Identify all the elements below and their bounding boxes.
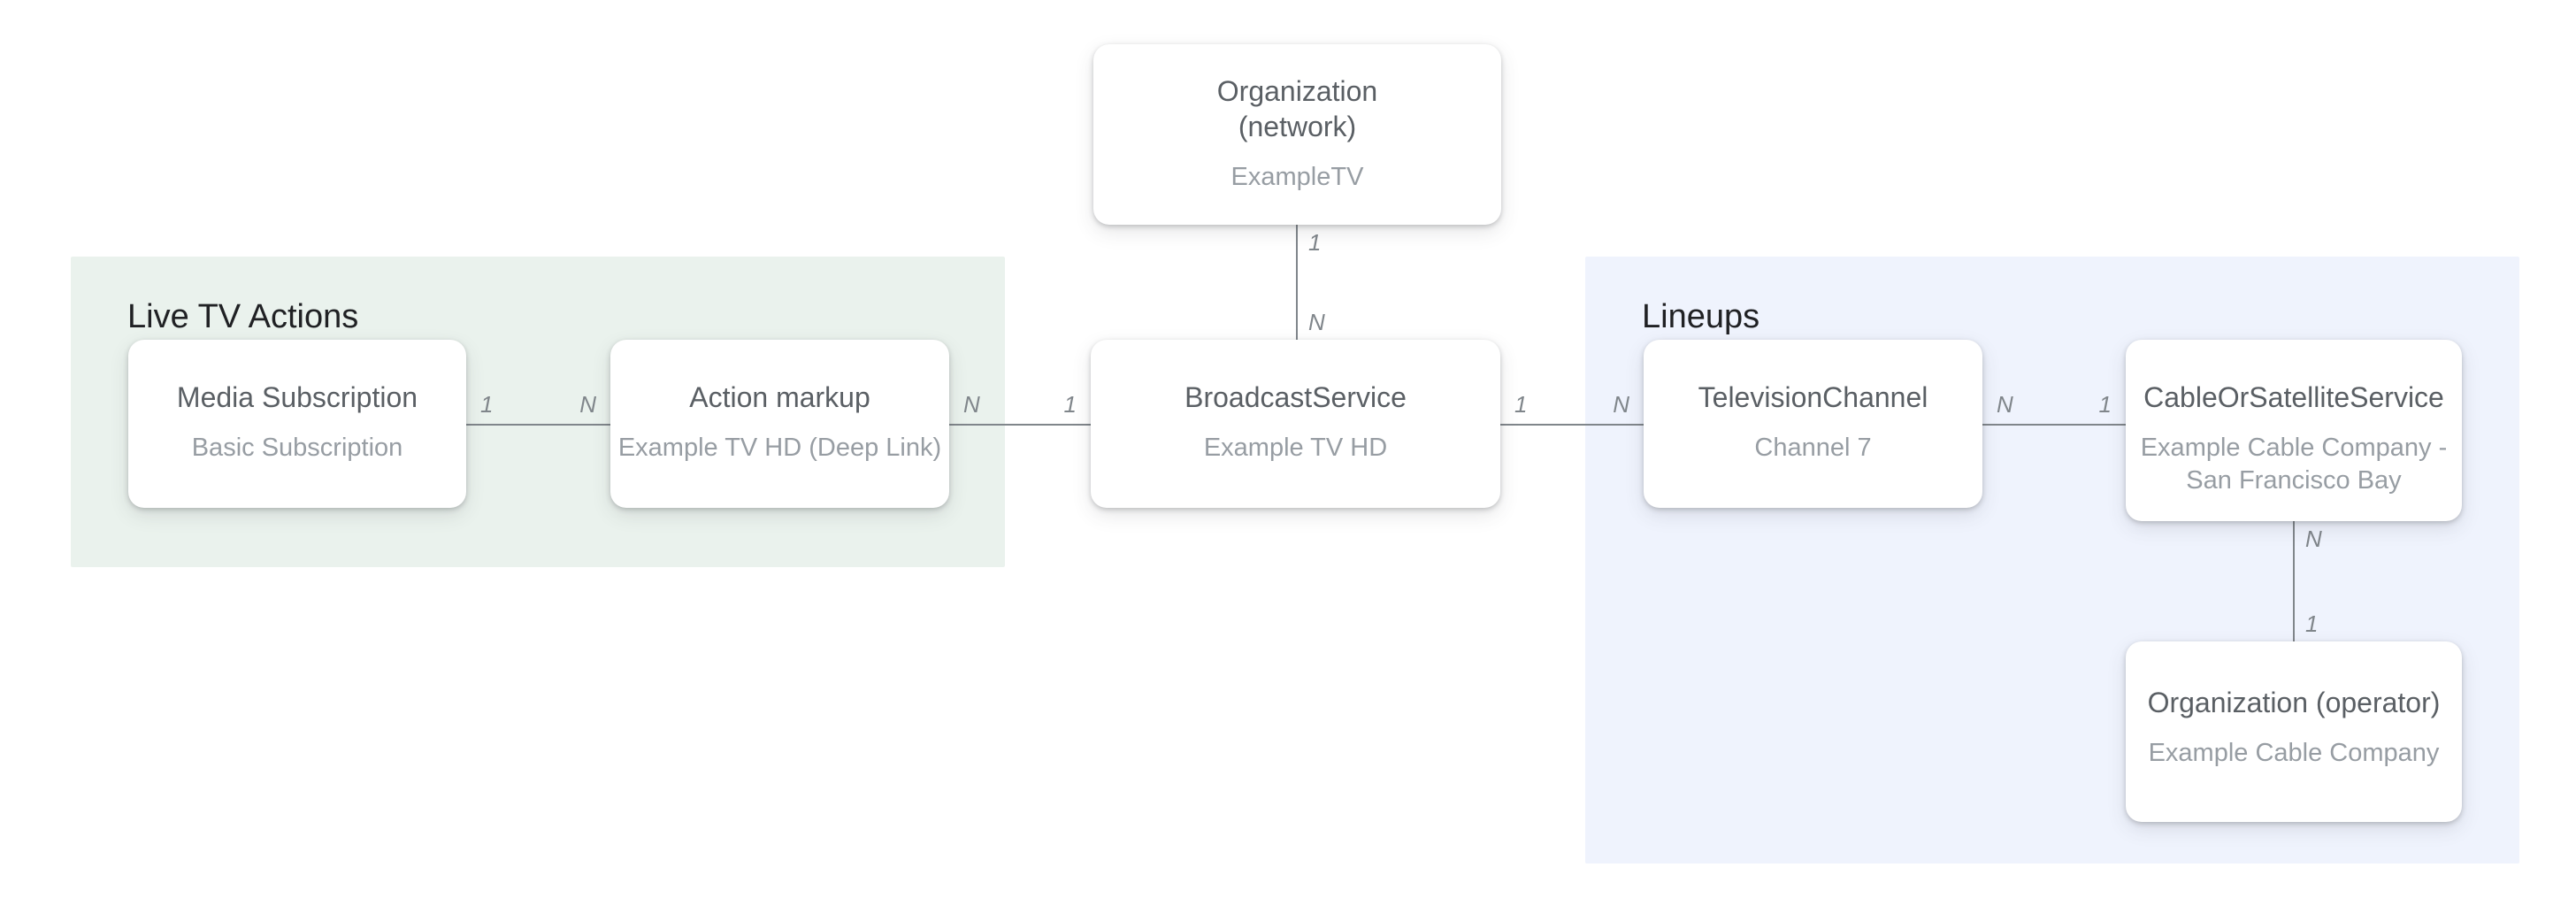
edge-labels: N 1 [1982,390,2126,418]
cardinality-label: N [2305,526,2322,552]
cardinality-label: 1 [2098,391,2112,418]
node-media-subscription: Media Subscription Basic Subscription [128,340,466,508]
cardinality-label: 1 [2305,610,2319,637]
edge-television-channel-to-cable-or-satellite-service: N 1 [1982,391,2126,426]
edge-cable-or-satellite-service-to-organization-operator: N 1 [2293,521,2322,641]
edge-broadcast-service-to-television-channel: 1 N [1500,391,1644,426]
node-subtitle: Example TV HD [1203,434,1388,462]
cardinality-label: N [1613,391,1629,418]
node-broadcast-service: BroadcastService Example TV HD [1091,340,1500,508]
region-title-lineups: Lineups [1642,298,1760,335]
node-title-line: Organization [1216,75,1378,107]
node-subtitle-line: Example Cable Company - [2140,434,2448,462]
node-title: Action markup [689,381,870,413]
cardinality-label: N [963,391,980,418]
edge-labels: 1 N [1500,390,1644,418]
node-title: Organization (operator) [2147,687,2441,718]
edge-labels: N 1 [2305,521,2322,641]
node-subtitle: ExampleTV [1230,163,1364,191]
node-title: CableOrSatelliteService [2143,381,2444,413]
cardinality-label: 1 [1514,391,1528,418]
cardinality-label: 1 [480,391,494,418]
node-subtitle: Basic Subscription [191,434,403,462]
node-title-line: (network) [1238,111,1357,142]
node-subtitle: Example Cable Company [2148,739,2440,767]
node-organization-operator: Organization (operator) Example Cable Co… [2126,641,2462,822]
node-subtitle: Example Cable Company - San Francisco Ba… [2141,432,2448,497]
node-action-markup: Action markup Example TV HD (Deep Link) [610,340,949,508]
cardinality-label: N [1997,391,2013,418]
cardinality-label: 1 [1063,391,1077,418]
node-cable-or-satellite-service: CableOrSatelliteService Example Cable Co… [2126,340,2462,521]
edge-organization-network-to-broadcast-service: 1 N [1296,225,1325,340]
node-title: BroadcastService [1184,381,1407,413]
edge-labels: N 1 [949,390,1091,418]
node-subtitle: Channel 7 [1754,434,1872,462]
node-title: Media Subscription [176,381,418,413]
node-subtitle: Example TV HD (Deep Link) [617,434,942,462]
node-subtitle-line: San Francisco Bay [2186,466,2402,495]
cardinality-label: N [1308,309,1325,335]
cardinality-label: 1 [1308,229,1322,256]
node-television-channel: TelevisionChannel Channel 7 [1644,340,1982,508]
edge-labels: 1 N [1308,225,1325,340]
edge-labels: 1 N [466,390,610,418]
cardinality-label: N [579,391,596,418]
node-organization-network: Organization (network) ExampleTV [1093,44,1501,225]
edge-action-markup-to-broadcast-service: N 1 [949,391,1091,426]
node-title: Organization (network) [1217,73,1377,144]
node-title: TelevisionChannel [1698,381,1928,413]
edge-media-subscription-to-action-markup: 1 N [466,391,610,426]
region-title-live-tv-actions: Live TV Actions [127,298,359,335]
